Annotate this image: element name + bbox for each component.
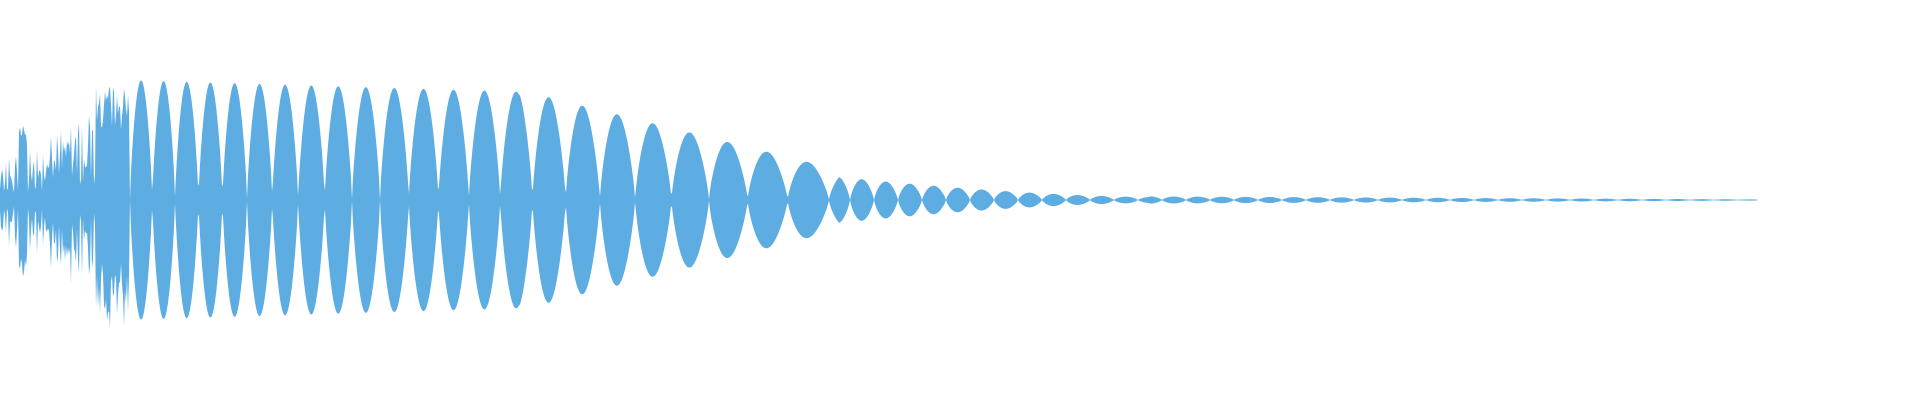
waveform-fill: [0, 80, 1757, 328]
